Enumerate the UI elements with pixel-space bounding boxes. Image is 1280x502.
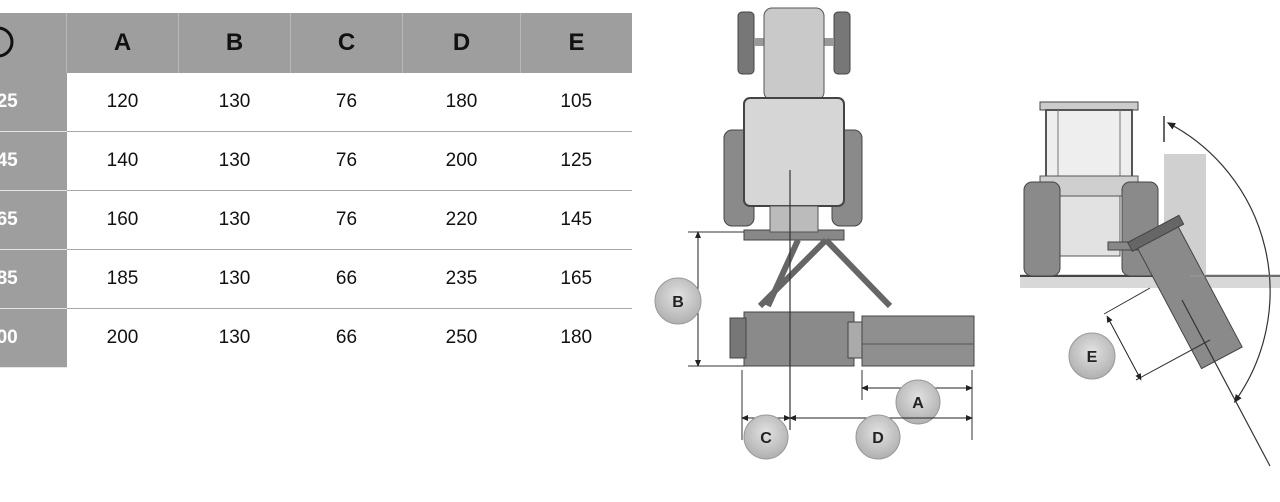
table-cell: 66 — [335, 327, 358, 348]
row-model-label: 185 — [0, 249, 67, 309]
table-cell: 130 — [178, 190, 291, 250]
table-cell: 250 — [445, 327, 478, 348]
width-measure-icon — [0, 26, 14, 58]
dimension-e-badge — [1068, 332, 1116, 380]
table-row: 165 160 130 76 220 145 — [0, 190, 632, 250]
table-cell: 235 — [402, 249, 521, 309]
table-cell: 76 — [290, 190, 403, 250]
table-cell: 125 — [520, 131, 632, 191]
top-view-tractor — [723, 7, 975, 430]
dimension-c-label: C — [760, 430, 772, 447]
table-cell: 180 — [402, 73, 521, 132]
row-model-label: 165 — [0, 190, 67, 250]
table-cell: 200 — [402, 131, 521, 191]
table-cell: 185 — [66, 249, 179, 309]
dimension-c-badge — [743, 414, 789, 460]
table-cell: 130 — [178, 249, 291, 309]
column-header-d: D — [402, 13, 521, 73]
dimension-d-label: D — [872, 430, 884, 447]
row-model-label: 145 — [0, 131, 67, 191]
dimension-e: E — [1068, 287, 1211, 381]
table-cell: 76 — [290, 73, 403, 132]
dimension-b-label: B — [672, 294, 684, 311]
table-cell: 220 — [402, 190, 521, 250]
table-cell: 145 — [520, 190, 632, 250]
table-cell: 120 — [66, 73, 179, 132]
column-header-b: B — [178, 13, 291, 73]
table-cell: 76 — [290, 131, 403, 191]
spec-table: A B C D E 125 120 130 76 180 105 145 140… — [0, 13, 632, 368]
table-header-row: A B C D E — [0, 13, 632, 73]
table-cell: 140 — [66, 131, 179, 191]
dimension-d-badge — [855, 414, 901, 460]
row-model-label: 125 — [0, 73, 67, 132]
dimension-e-label: E — [1087, 349, 1098, 366]
column-header-e: E — [520, 13, 632, 73]
table-cell: 105 — [520, 73, 632, 132]
table-cell: 160 — [66, 190, 179, 250]
table-row: 145 140 130 76 200 125 — [0, 131, 632, 191]
dimension-d: D — [789, 414, 973, 460]
dimension-a-label: A — [912, 395, 924, 412]
dimension-b-badge — [654, 277, 702, 325]
table-row: 200 200 130 66 250 180 — [0, 308, 632, 368]
table-cell: 200 — [106, 327, 139, 348]
dimension-b: B — [654, 231, 744, 367]
row-model-label: 200 — [0, 308, 67, 368]
table-cell: 130 — [218, 327, 251, 348]
table-row: 125 120 130 76 180 105 — [0, 73, 632, 132]
dimension-c: C — [741, 370, 791, 460]
column-header-c: C — [290, 13, 403, 73]
rear-view-tractor — [1020, 101, 1280, 467]
dimension-a: A — [861, 370, 973, 440]
column-header-a: A — [66, 13, 179, 73]
table-cell: 165 — [520, 249, 632, 309]
table-cell: 130 — [178, 131, 291, 191]
table-row: 185 185 130 66 235 165 — [0, 249, 632, 309]
table-cell: 130 — [178, 73, 291, 132]
table-cell: 180 — [560, 327, 593, 348]
table-cell: 66 — [290, 249, 403, 309]
table-corner-cell — [0, 13, 67, 73]
dimension-a-badge — [895, 379, 941, 425]
